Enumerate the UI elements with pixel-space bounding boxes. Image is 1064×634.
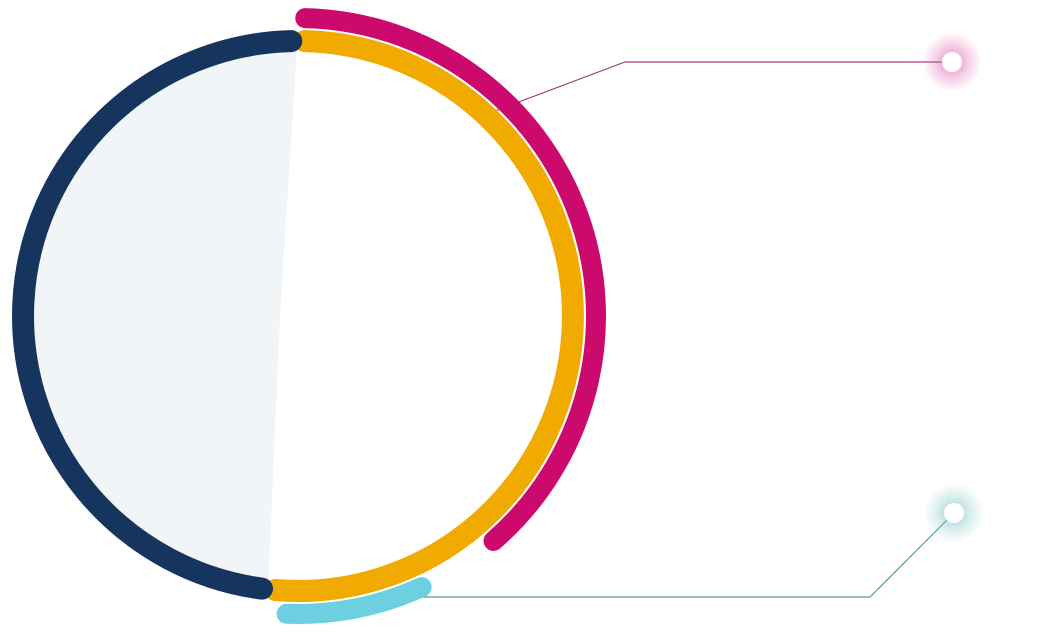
- callout-line-2: [420, 512, 955, 598]
- outer-arc-1: [295, 8, 606, 551]
- inner-arc-1: [264, 30, 584, 602]
- outer-arc-2: [276, 577, 432, 624]
- callout-dot-1: [942, 52, 962, 72]
- callout-dot-2: [944, 503, 964, 523]
- slice-fill: [14, 32, 299, 599]
- inner-arc-2: [12, 30, 303, 600]
- callout-line-1: [496, 61, 952, 111]
